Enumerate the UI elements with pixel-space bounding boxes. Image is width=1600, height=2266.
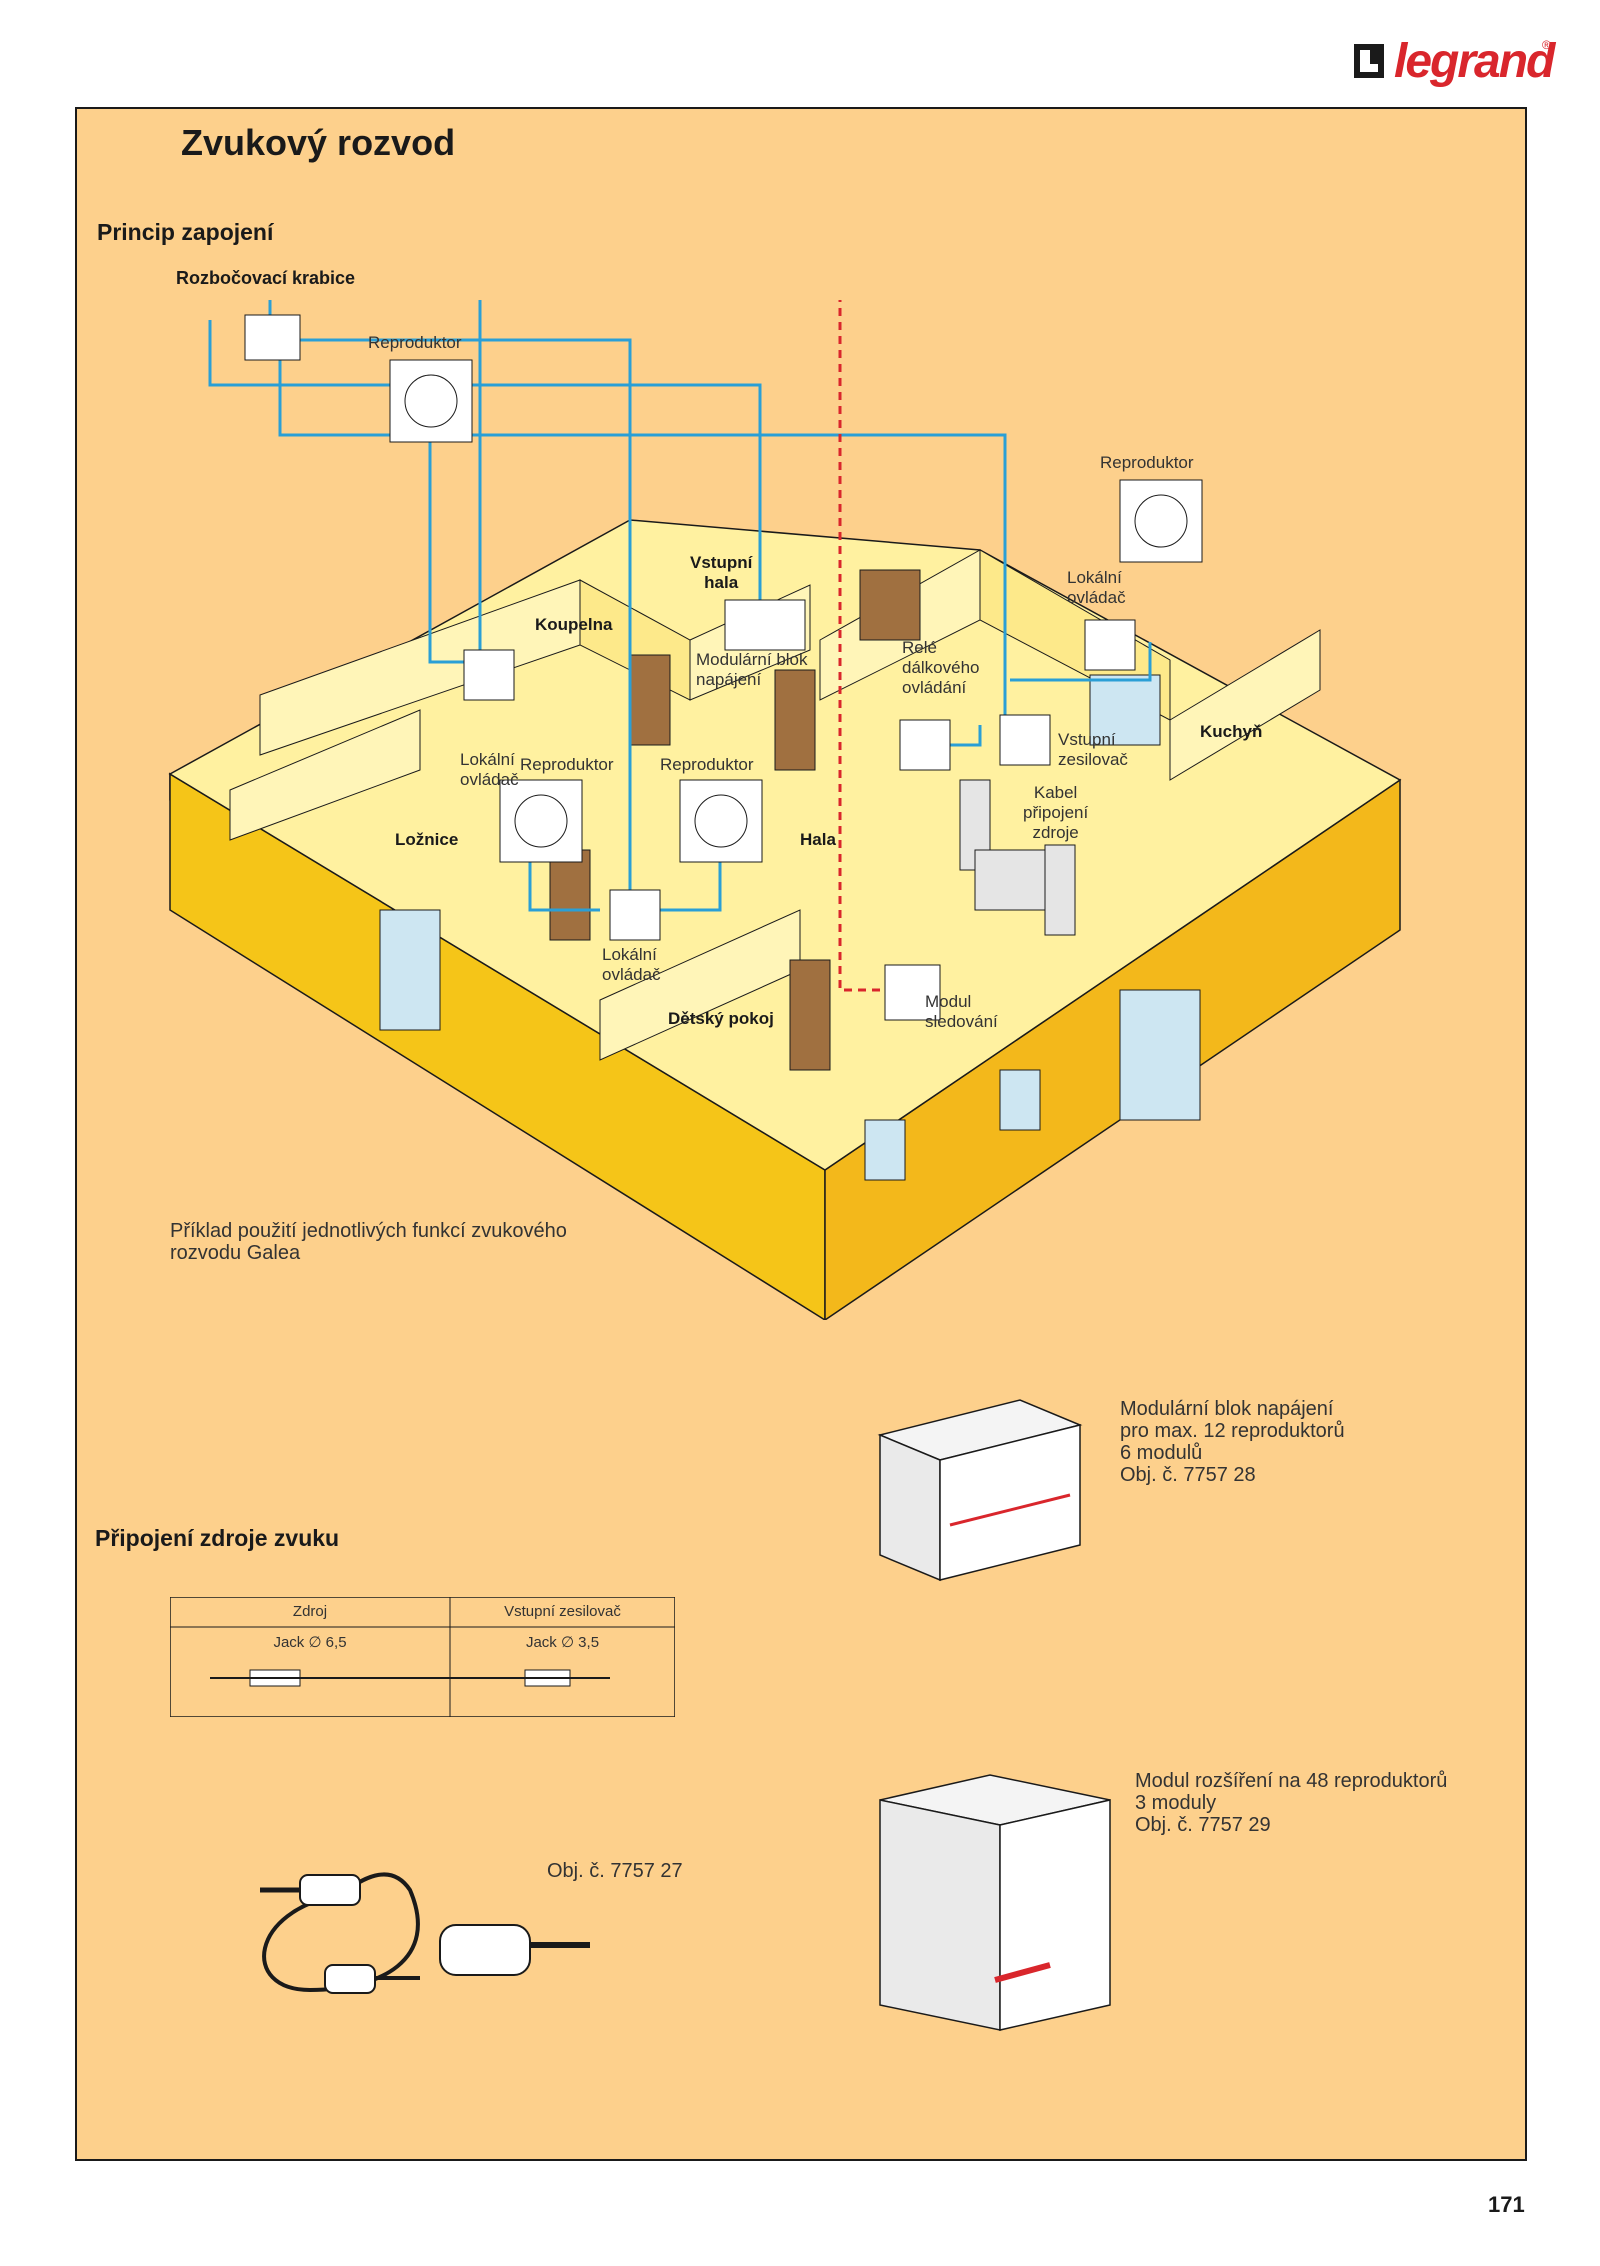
speaker-kitchen-icon xyxy=(1119,479,1203,563)
wire-bathroom-speaker xyxy=(428,390,470,664)
label-kids-room: Dětský pokoj xyxy=(668,1009,774,1028)
product-1-line-1: Modulární blok napájení xyxy=(1120,1398,1334,1420)
window-bedroom xyxy=(379,909,441,1031)
door-hall xyxy=(774,669,816,771)
label-local-control-2: Lokální ovládač xyxy=(602,945,661,984)
door-bathroom xyxy=(629,654,671,746)
label-relay: Relé dálkového ovládání xyxy=(902,638,980,697)
table-header-source: Zdroj xyxy=(292,1603,328,1620)
label-speaker-4: Reproduktor xyxy=(1100,453,1194,472)
door-kids xyxy=(789,959,831,1071)
legrand-logo: legrand ® xyxy=(1352,34,1555,92)
product-1-line-3: 6 modulů xyxy=(1120,1442,1203,1464)
wire-entrance-power xyxy=(208,320,762,640)
label-power-cable: Kabel připojení zdroje xyxy=(1023,783,1089,842)
jack-cable-illustration xyxy=(260,1872,590,1994)
diagram-caption: Příklad použití jednotlivých funkcí zvuk… xyxy=(170,1220,567,1264)
speaker-hall-icon xyxy=(679,779,763,863)
power-block-product-icon xyxy=(877,1399,1083,1582)
wire-amplifier xyxy=(278,350,1007,725)
relay-icon xyxy=(899,719,951,771)
door-bedroom xyxy=(549,849,591,941)
wire-hall-speaker xyxy=(300,338,632,925)
section-heading-audio-source: Připojení zdroje zvuku xyxy=(95,1525,340,1551)
product-2-line-3: Obj. č. 7757 29 xyxy=(1135,1814,1271,1836)
jack-plug-bottom-icon xyxy=(324,1964,376,1994)
product-1-line-2: pro max. 12 reproduktorů xyxy=(1120,1420,1345,1442)
label-bathroom: Koupelna xyxy=(535,615,613,634)
label-entrance-hall: Vstupní hala xyxy=(690,553,753,592)
table-cell-jack-6-5: Jack ∅ 6,5 xyxy=(273,1634,347,1651)
wall-kitchen-side xyxy=(1169,629,1321,781)
expansion-module-product-icon xyxy=(879,1774,1111,2031)
local-control-kitchen-icon xyxy=(1084,619,1136,671)
logo-text: legrand xyxy=(1394,35,1555,88)
product-2-line-2: 3 moduly xyxy=(1135,1792,1217,1814)
junction-box-label: Rozbočovací krabice xyxy=(176,268,356,288)
hifi-speaker-right-icon xyxy=(1044,844,1076,936)
speaker-bedroom-icon xyxy=(499,779,583,863)
label-bedroom: Ložnice xyxy=(395,830,458,849)
label-speaker-1: Reproduktor xyxy=(368,333,462,352)
door-entrance xyxy=(859,569,921,641)
wire-kitchen xyxy=(1010,642,1152,682)
jack-plug-large-icon xyxy=(439,1924,531,1976)
input-amplifier-icon xyxy=(999,714,1051,766)
jack-plug-top-icon xyxy=(299,1874,361,1906)
junction-box-icon xyxy=(244,314,301,361)
label-power-block: Modulární blok napájení xyxy=(696,650,808,689)
wall-bedroom-back xyxy=(229,709,421,841)
speaker-wiring xyxy=(208,300,1152,925)
section-heading-wiring: Princip zapojení xyxy=(97,219,274,245)
label-speaker-2: Reproduktor xyxy=(520,755,614,774)
logo-reg-mark: ® xyxy=(1542,38,1551,52)
jack-table: Zdroj Vstupní zesilovač Jack ∅ 6,5 Jack … xyxy=(169,1596,676,1718)
hifi-unit-icon xyxy=(974,849,1046,911)
local-control-bathroom-icon xyxy=(463,649,515,701)
power-block-icon xyxy=(724,599,806,651)
wire-bathroom xyxy=(268,300,482,662)
monitor-module-icon xyxy=(884,964,941,1021)
label-local-control-1: Lokální ovládač xyxy=(460,750,519,789)
label-speaker-3: Reproduktor xyxy=(660,755,754,774)
local-control-bedroom-icon xyxy=(609,889,661,941)
label-hall: Hala xyxy=(800,830,836,849)
product-2-description: Modul rozšíření na 48 reproduktorů 3 mod… xyxy=(1135,1770,1447,1836)
page-number: 171 xyxy=(1488,2192,1525,2217)
diagram-labels: Reproduktor Reproduktor Reproduktor Repr… xyxy=(368,333,1262,1028)
label-input-amplifier: Vstupní zesilovač xyxy=(1058,730,1128,769)
page-title: Zvukový rozvod xyxy=(181,122,456,163)
floor-plan-diagram: Reproduktor Reproduktor Reproduktor Repr… xyxy=(168,300,1402,1320)
product-2-line-1: Modul rozšíření na 48 reproduktorů xyxy=(1135,1770,1448,1792)
speaker-bathroom-icon xyxy=(389,359,473,443)
label-monitor-module: Modul sledování xyxy=(925,992,998,1031)
product-1-description: Modulární blok napájení pro max. 12 repr… xyxy=(1120,1398,1345,1486)
product-1-line-4: Obj. č. 7757 28 xyxy=(1120,1464,1256,1486)
legrand-logo-mark-icon xyxy=(1354,44,1384,78)
monitor-dashed-wire xyxy=(838,300,880,992)
table-header-amplifier: Vstupní zesilovač xyxy=(504,1603,621,1620)
window-front xyxy=(999,1069,1041,1131)
label-local-control-3: Lokální ovládač xyxy=(1067,568,1126,607)
window-kids xyxy=(864,1119,906,1181)
label-kitchen: Kuchyň xyxy=(1200,722,1262,741)
cable-ref: Obj. č. 7757 27 xyxy=(547,1860,683,1882)
window-kitchen xyxy=(1089,674,1161,746)
table-cell-jack-3-5: Jack ∅ 3,5 xyxy=(525,1634,600,1651)
window-side xyxy=(1119,989,1201,1121)
